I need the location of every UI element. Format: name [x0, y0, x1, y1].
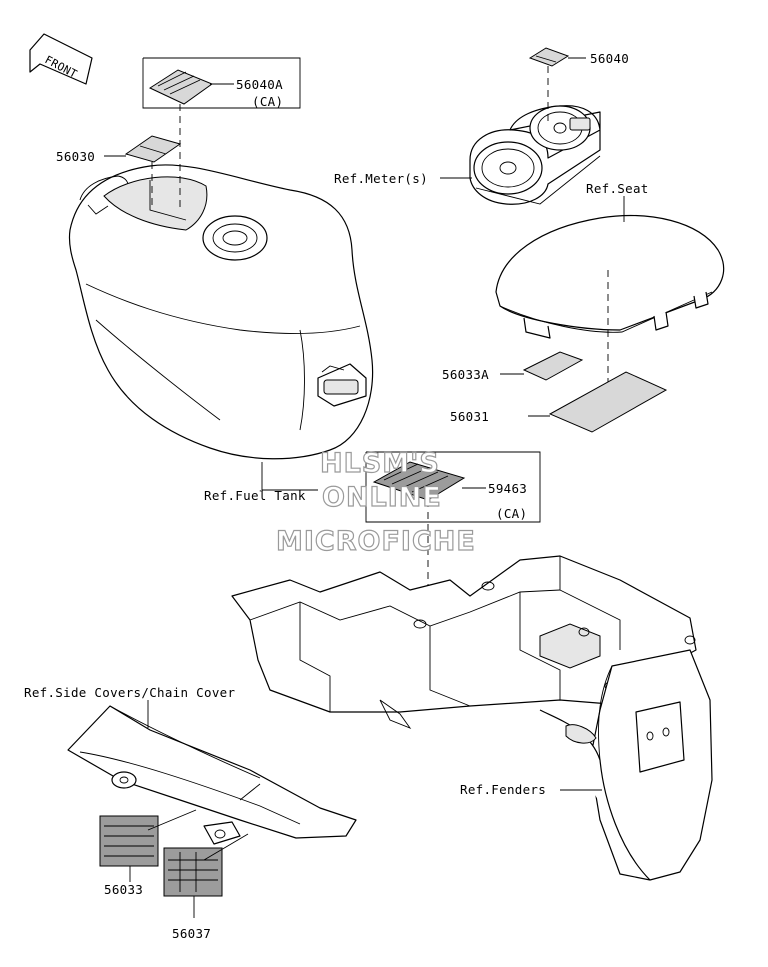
decal-56040: 56040: [528, 47, 629, 124]
watermark-line1: HLSM'S: [320, 448, 440, 479]
label-ref-side-covers: Ref.Side Covers/Chain Cover: [24, 685, 235, 700]
label-ref-seat: Ref.Seat: [586, 181, 649, 196]
decal-56037: 56037: [163, 833, 249, 941]
label-ref-fuel-tank: Ref.Fuel Tank: [204, 488, 306, 503]
watermark: HLSM'S ONLINE MICROFICHE: [275, 447, 476, 557]
label-56031: 56031: [450, 409, 489, 424]
decal-56031: 56031: [450, 371, 668, 433]
watermark-line2: ONLINE: [322, 482, 442, 513]
decal-59463: 59463 (CA): [365, 451, 541, 668]
rear-fender-illustration: Ref.Fenders: [231, 555, 713, 881]
label-56033: 56033: [104, 882, 143, 897]
label-59463-ca: (CA): [496, 506, 527, 521]
decal-56033: 56033: [99, 809, 197, 897]
label-56040A: 56040A: [236, 77, 283, 92]
decal-56033A: 56033A: [442, 351, 584, 382]
front-arrow-icon: FRONT: [29, 33, 93, 85]
label-56030: 56030: [56, 149, 95, 164]
chain-cover-illustration: Ref.Side Covers/Chain Cover: [24, 685, 357, 845]
decal-56040A: 56040A (CA): [142, 57, 301, 208]
seat-illustration: Ref.Seat: [495, 181, 725, 410]
decal-56030: 56030: [56, 135, 182, 208]
label-56040: 56040: [590, 51, 629, 66]
watermark-line3: MICROFICHE: [276, 526, 476, 557]
label-59463: 59463: [488, 481, 527, 496]
label-ref-fenders: Ref.Fenders: [460, 782, 546, 797]
label-56040A-ca: (CA): [252, 94, 283, 109]
label-ref-meter: Ref.Meter(s): [334, 171, 428, 186]
meter-illustration: Ref.Meter(s): [334, 105, 601, 205]
fuel-tank-illustration: [68, 164, 374, 460]
label-56037: 56037: [172, 926, 211, 941]
label-56033A: 56033A: [442, 367, 489, 382]
